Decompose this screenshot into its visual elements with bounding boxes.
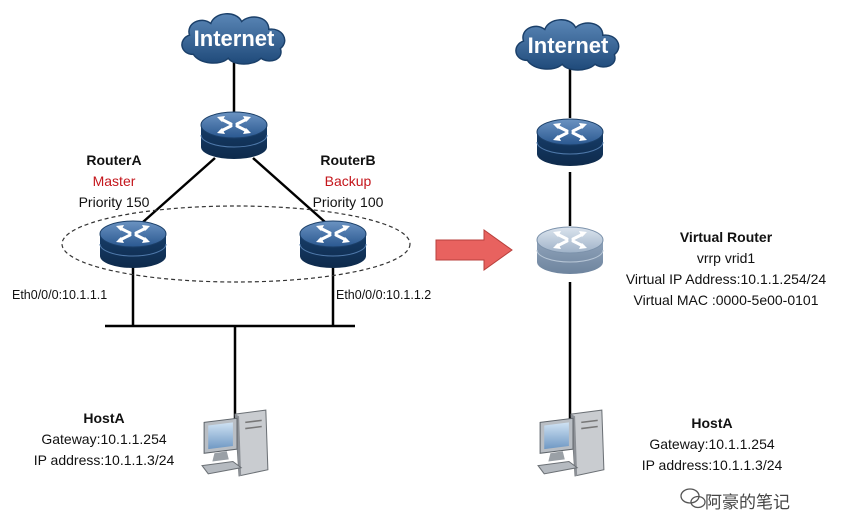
hostA-ip-left: IP address:10.1.1.3/24 xyxy=(33,452,175,468)
virtual-router-vrid: vrrp vrid1 xyxy=(696,250,756,266)
virtual-router-title: Virtual Router xyxy=(679,229,773,245)
routerA-role: Master xyxy=(92,173,136,189)
routerA-priority: Priority 150 xyxy=(78,194,150,210)
routerA-name: RouterA xyxy=(86,152,142,168)
hostA-name-right: HostA xyxy=(691,415,733,431)
hostA-name-left: HostA xyxy=(83,410,125,426)
left-links xyxy=(105,60,355,420)
virtual-router-vmac: Virtual MAC :0000-5e00-0101 xyxy=(633,292,819,308)
hostA-pc-left xyxy=(201,409,269,477)
watermark-text: 阿豪的笔记 xyxy=(705,493,790,513)
hostA-gateway-right: Gateway:10.1.1.254 xyxy=(649,436,775,452)
transition-arrow xyxy=(435,229,513,271)
routerB-role: Backup xyxy=(324,173,372,189)
routerB-name: RouterB xyxy=(320,152,376,168)
routerB-priority: Priority 100 xyxy=(312,194,384,210)
hostA-gateway-left: Gateway:10.1.1.254 xyxy=(41,431,167,447)
core-router-left xyxy=(199,110,269,161)
vrrp-group-outline xyxy=(61,205,411,283)
virtual-router-icon xyxy=(535,225,605,276)
link-core-routerA xyxy=(142,157,216,223)
routerA-icon xyxy=(98,219,168,270)
wechat-icon xyxy=(680,488,706,509)
routerB-icon xyxy=(298,219,368,270)
core-router-right xyxy=(535,117,605,168)
internet-label-right: Internet xyxy=(528,33,609,58)
hostA-pc-right xyxy=(537,409,605,477)
hostA-ip-right: IP address:10.1.1.3/24 xyxy=(641,457,783,473)
internet-label-left: Internet xyxy=(194,26,275,51)
routerA-interface: Eth0/0/0:10.1.1.1 xyxy=(12,288,108,302)
link-core-routerB xyxy=(252,157,326,223)
routerB-interface: Eth0/0/0:10.1.1.2 xyxy=(336,288,432,302)
virtual-router-vip: Virtual IP Address:10.1.1.254/24 xyxy=(625,271,827,287)
